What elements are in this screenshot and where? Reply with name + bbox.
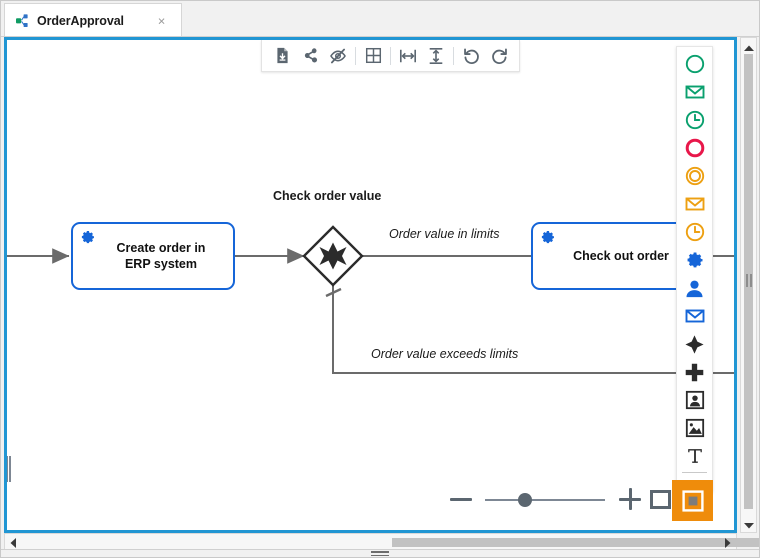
hide-eye-icon[interactable]: [324, 41, 352, 71]
grid-icon[interactable]: [359, 41, 387, 71]
flow-label-in-limits: Order value in limits: [389, 227, 500, 241]
service-task-gear-icon: [79, 229, 96, 246]
image-icon[interactable]: [677, 414, 712, 442]
task-line-1: Create order in: [116, 241, 206, 255]
fit-to-screen-button[interactable]: [650, 490, 671, 509]
toolbar-divider: [390, 46, 391, 65]
scroll-right-icon[interactable]: [723, 537, 732, 548]
zoom-controls: [7, 480, 734, 530]
vertical-scrollbar-thumb[interactable]: [744, 54, 753, 509]
scroll-left-icon[interactable]: [9, 537, 18, 548]
distribute-horizontal-icon[interactable]: [394, 41, 422, 71]
scroll-up-icon[interactable]: [744, 42, 754, 51]
task-line-2: ERP system: [124, 257, 198, 271]
flow-label-exceeds-limits: Order value exceeds limits: [371, 347, 519, 361]
create-order-task[interactable]: Create order in ERP system: [71, 222, 235, 290]
bottom-divider: [0, 549, 760, 550]
start-timer-event-icon[interactable]: [677, 106, 712, 134]
element-palette: [676, 46, 713, 497]
intermediate-event-icon[interactable]: [677, 162, 712, 190]
parallel-gateway-icon[interactable]: [677, 358, 712, 386]
check-out-order-task-label: Check out order: [573, 249, 669, 263]
toolbar-divider: [453, 46, 454, 65]
start-message-event-icon[interactable]: [677, 78, 712, 106]
user-task-icon[interactable]: [677, 274, 712, 302]
tab-title: OrderApproval: [37, 13, 124, 28]
intermediate-timer-event-icon[interactable]: [677, 218, 712, 246]
undo-icon[interactable]: [457, 41, 485, 71]
horizontal-scrollbar[interactable]: [4, 533, 760, 550]
service-task-icon[interactable]: [677, 246, 712, 274]
end-event-icon[interactable]: [677, 134, 712, 162]
vertical-scrollbar-grip: [743, 273, 754, 287]
distribute-vertical-icon[interactable]: [422, 41, 450, 71]
diagram-toolbar: [261, 40, 520, 72]
diagram-editor: Check order value Order value in limits …: [4, 37, 737, 533]
tab-bar: OrderApproval ×: [0, 0, 760, 37]
service-task-gear-icon: [539, 229, 556, 246]
scroll-down-icon[interactable]: [744, 519, 754, 529]
zoom-in-button[interactable]: [619, 488, 641, 510]
actual-size-button[interactable]: [672, 480, 713, 521]
check-order-value-gateway: [302, 225, 364, 287]
bottom-splitter[interactable]: [0, 550, 760, 558]
tab-bar-underline: [0, 36, 760, 37]
intermediate-message-event-icon[interactable]: [677, 190, 712, 218]
splitter-grip-icon: [371, 551, 389, 556]
export-download-icon[interactable]: [268, 41, 296, 71]
gateway-label: Check order value: [273, 189, 382, 203]
zoom-slider-handle[interactable]: [518, 493, 532, 507]
bpmn-diagram-icon: [16, 13, 30, 28]
pool-icon[interactable]: [677, 386, 712, 414]
tab-orderapproval[interactable]: OrderApproval ×: [4, 3, 182, 37]
start-event-icon[interactable]: [677, 50, 712, 78]
zoom-slider-track[interactable]: [485, 499, 605, 501]
horizontal-scrollbar-thumb[interactable]: [392, 538, 760, 547]
complex-gateway-icon[interactable]: [677, 330, 712, 358]
create-order-task-label: Create order in ERP system: [91, 240, 216, 272]
toolbar-divider: [355, 46, 356, 65]
collapse-left-panel-handle[interactable]: [7, 455, 11, 483]
close-icon[interactable]: ×: [157, 13, 166, 28]
zoom-out-button[interactable]: [450, 498, 472, 501]
text-annotation-icon[interactable]: [677, 442, 712, 470]
share-icon[interactable]: [296, 41, 324, 71]
check-out-order-task[interactable]: Check out order: [531, 222, 695, 290]
diagram-canvas[interactable]: Check order value Order value in limits …: [7, 40, 734, 530]
palette-divider: [682, 472, 707, 473]
actual-size-icon: [681, 489, 704, 512]
redo-icon[interactable]: [485, 41, 513, 71]
vertical-scrollbar[interactable]: [740, 37, 757, 533]
send-task-icon[interactable]: [677, 302, 712, 330]
